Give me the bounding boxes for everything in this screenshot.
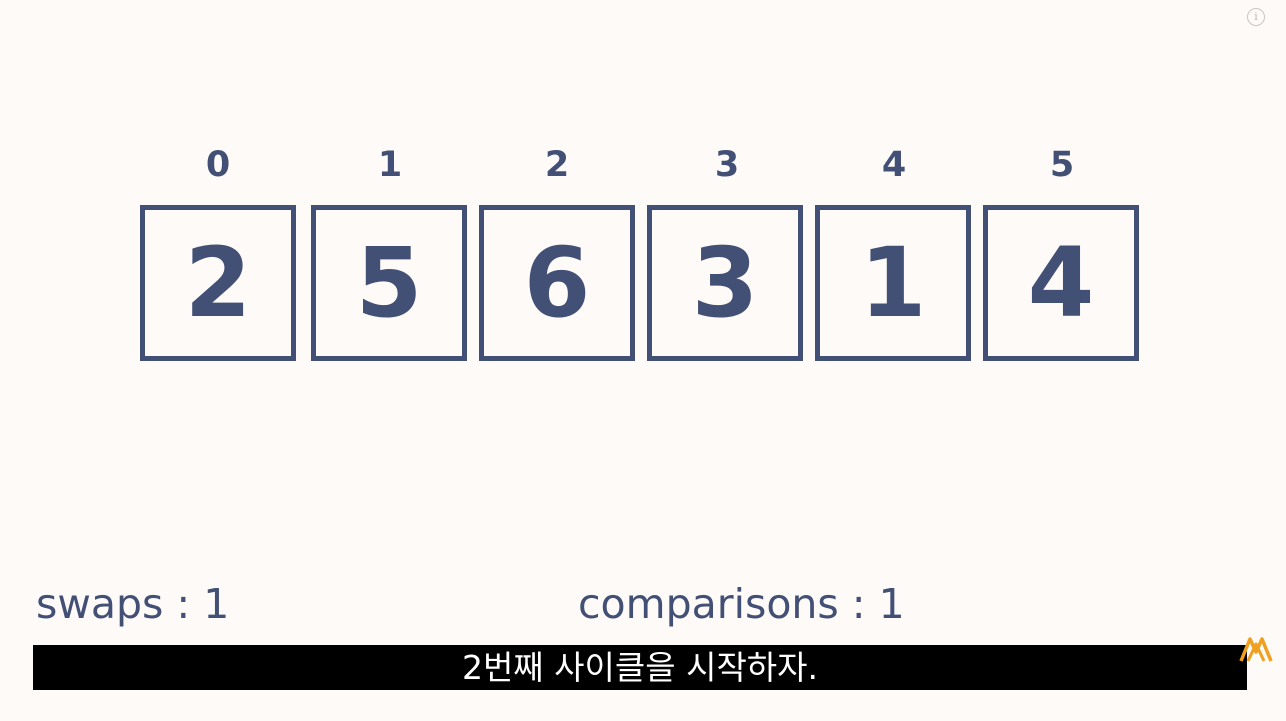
channel-logo-icon xyxy=(1239,637,1273,662)
swaps-label: swaps : xyxy=(36,580,204,628)
subtitle-text: 2번째 사이클을 시작하자. xyxy=(461,648,819,687)
array-cell-value: 6 xyxy=(523,227,591,339)
swaps-value: 1 xyxy=(203,580,230,628)
array-cell-value: 3 xyxy=(691,227,759,339)
array-cell-value: 4 xyxy=(1027,227,1095,339)
array-cell-value: 5 xyxy=(355,227,423,339)
index-label-1: 1 xyxy=(377,145,403,185)
array-cell-1: 5 xyxy=(311,205,467,361)
array-cell-5: 4 xyxy=(983,205,1139,361)
subtitle-bar: 2번째 사이클을 시작하자. xyxy=(33,645,1247,690)
index-label-3: 3 xyxy=(714,145,740,185)
array-cell-value: 2 xyxy=(184,227,252,339)
swaps-counter: swaps : 1 xyxy=(36,576,229,632)
index-label-0: 0 xyxy=(205,145,231,185)
array-cell-3: 3 xyxy=(647,205,803,361)
array-cell-value: 1 xyxy=(859,227,927,339)
comparisons-counter: comparisons : 1 xyxy=(578,576,905,632)
array-cell-2: 6 xyxy=(479,205,635,361)
index-label-2: 2 xyxy=(544,145,570,185)
comparisons-label: comparisons : xyxy=(578,580,879,628)
index-label-4: 4 xyxy=(881,145,907,185)
array-cell-0: 2 xyxy=(140,205,296,361)
index-label-5: 5 xyxy=(1049,145,1075,185)
info-icon[interactable]: i xyxy=(1247,8,1265,26)
array-cell-4: 1 xyxy=(815,205,971,361)
comparisons-value: 1 xyxy=(878,580,905,628)
